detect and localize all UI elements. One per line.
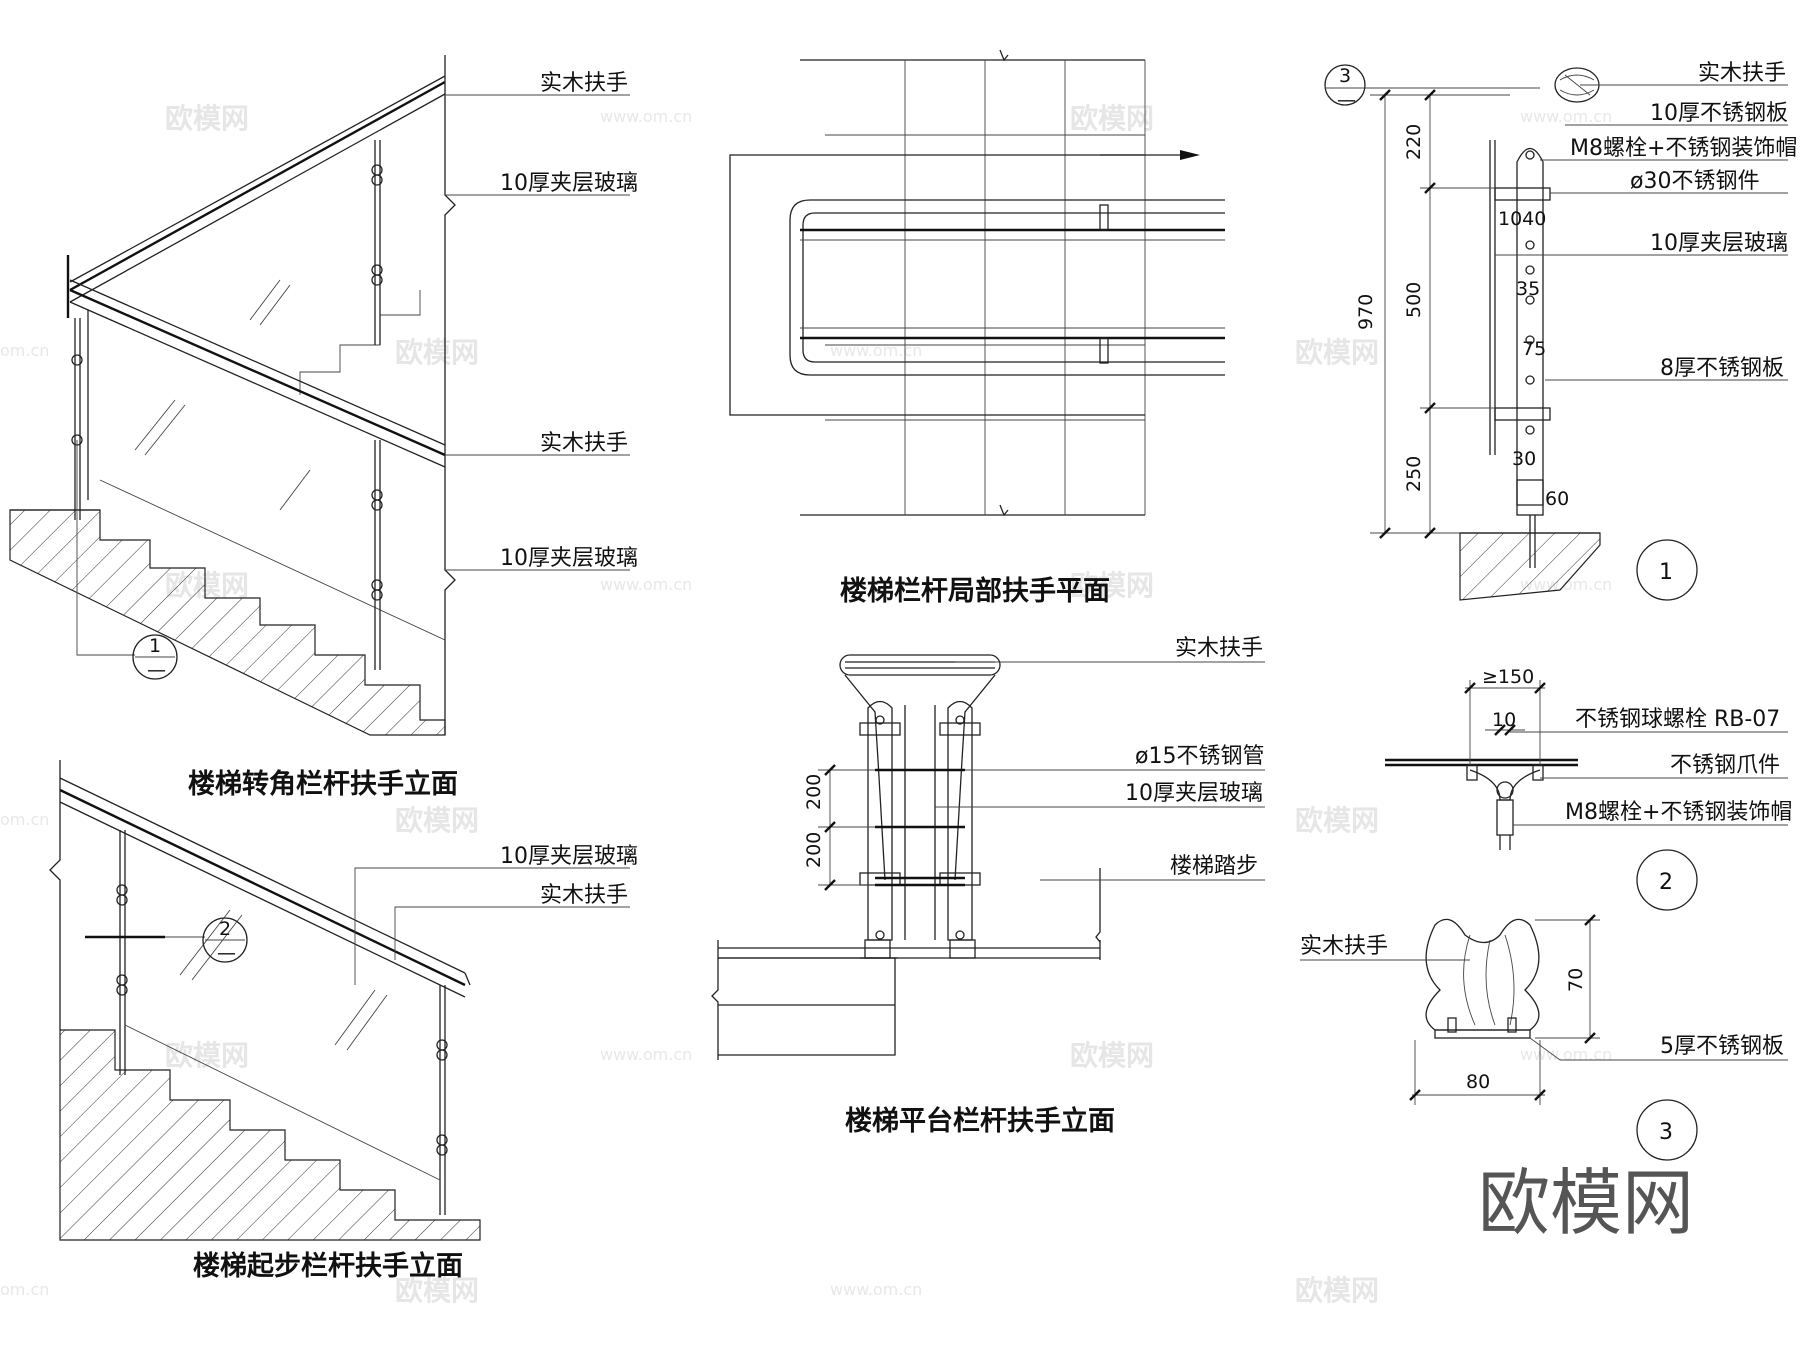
label-wood-handrail: 实木扶手 bbox=[540, 71, 628, 96]
watermark-url: om.cn bbox=[0, 341, 49, 360]
marker-3-number: 3 bbox=[1339, 65, 1351, 87]
watermark-brand: 欧模网 bbox=[1295, 804, 1379, 837]
brand-logo: 欧模网 bbox=[1478, 1161, 1694, 1245]
detail-3: 70 80 实木扶手 5厚不锈钢板 3 bbox=[1300, 914, 1788, 1161]
label-wood-handrail: 实木扶手 bbox=[1300, 934, 1388, 959]
detail-number-3-text: 3 bbox=[1659, 1120, 1673, 1145]
label-ball-bolt: 不锈钢球螺栓 RB-07 bbox=[1575, 707, 1780, 732]
watermark-brand: 欧模网 bbox=[395, 1274, 479, 1307]
dim-150: ≥150 bbox=[1482, 666, 1534, 688]
watermark-url: om.cn bbox=[0, 1280, 49, 1299]
label-ss-30: ø30不锈钢件 bbox=[1630, 169, 1759, 194]
watermark-url: www.om.cn bbox=[600, 107, 692, 126]
dim-60: 60 bbox=[1545, 488, 1569, 510]
title-platform-elevation: 楼梯平台栏杆扶手立面 bbox=[845, 1105, 1115, 1137]
label-wood-handrail: 实木扶手 bbox=[1698, 61, 1786, 86]
dim-70: 70 bbox=[1565, 968, 1587, 992]
marker-1-sheet: — bbox=[147, 659, 166, 681]
watermark-brand: 欧模网 bbox=[395, 804, 479, 837]
label-m8-bolt: M8螺栓+不锈钢装饰帽 bbox=[1565, 800, 1792, 825]
reference-marker-3 bbox=[1324, 64, 1366, 106]
dim-10: 10 bbox=[1492, 709, 1516, 731]
corner-elevation: 实木扶手 10厚夹层玻璃 实木扶手 10厚夹层玻璃 1 — 楼梯转角栏杆扶手立面 bbox=[9, 55, 638, 800]
detail-number-3 bbox=[1636, 1099, 1698, 1161]
title-corner-elevation: 楼梯转角栏杆扶手立面 bbox=[188, 768, 458, 800]
dim-220: 220 bbox=[1403, 124, 1425, 160]
watermark-brand: 欧模网 bbox=[1070, 569, 1154, 602]
dim-30: 30 bbox=[1512, 448, 1536, 470]
watermark-brand: 欧模网 bbox=[1295, 1274, 1379, 1307]
watermark-url: www.om.cn bbox=[1520, 107, 1612, 126]
dim-80: 80 bbox=[1466, 1071, 1490, 1093]
label-stair-tread: 楼梯踏步 bbox=[1170, 854, 1258, 879]
watermark-url: www.om.cn bbox=[600, 575, 692, 594]
dim-200b: 200 bbox=[803, 832, 825, 868]
dim-35: 35 bbox=[1516, 278, 1540, 300]
title-start-elevation: 楼梯起步栏杆扶手立面 bbox=[193, 1250, 463, 1282]
watermark-layer: 欧模网 欧模网 欧模网 欧模网 欧模网 欧模网 欧模网 欧模网 欧模网 欧模网 … bbox=[0, 102, 1612, 1307]
label-glass-10: 10厚夹层玻璃 bbox=[500, 546, 638, 571]
watermark-url: www.om.cn bbox=[1520, 1045, 1612, 1064]
label-glass-10: 10厚夹层玻璃 bbox=[500, 171, 638, 196]
dim-250: 250 bbox=[1403, 456, 1425, 492]
label-wood-handrail: 实木扶手 bbox=[540, 431, 628, 456]
detail-marker-2 bbox=[202, 917, 248, 963]
marker-3-sheet: — bbox=[1337, 89, 1356, 111]
start-elevation: 2 — 10厚夹层玻璃 实木扶手 楼梯起步栏杆扶手立面 bbox=[49, 760, 638, 1282]
title-handrail-plan: 楼梯栏杆局部扶手平面 bbox=[840, 575, 1110, 607]
detail-number-1-text: 1 bbox=[1659, 560, 1673, 585]
watermark-brand: 欧模网 bbox=[165, 1039, 249, 1072]
watermark-brand: 欧模网 bbox=[1295, 336, 1379, 369]
marker-1-number: 1 bbox=[149, 635, 161, 657]
detail-1: 3 — 970 bbox=[1324, 61, 1797, 601]
label-ss-plate-5: 5厚不锈钢板 bbox=[1660, 1034, 1784, 1059]
label-wood-handrail: 实木扶手 bbox=[540, 883, 628, 908]
detail-2: ≥150 10 不锈钢球螺栓 RB-07 不锈钢爪件 M8螺栓+不锈钢装饰帽 2 bbox=[1385, 666, 1792, 911]
label-m8-bolt: M8螺栓+不锈钢装饰帽 bbox=[1570, 136, 1797, 161]
label-ss-pipe-15: ø15不锈钢管 bbox=[1135, 744, 1264, 769]
label-glass-10: 10厚夹层玻璃 bbox=[1650, 231, 1788, 256]
watermark-brand: 欧模网 bbox=[1070, 1039, 1154, 1072]
watermark-brand: 欧模网 bbox=[165, 102, 249, 135]
detail-number-2-text: 2 bbox=[1659, 870, 1673, 895]
watermark-brand: 欧模网 bbox=[395, 336, 479, 369]
detail-number-2 bbox=[1636, 849, 1698, 911]
label-ss-plate-8: 8厚不锈钢板 bbox=[1660, 356, 1784, 381]
marker-2-sheet: — bbox=[217, 942, 236, 964]
dim-200a: 200 bbox=[803, 774, 825, 810]
label-wood-handrail: 实木扶手 bbox=[1175, 636, 1263, 661]
platform-elevation: 200 200 实木扶手 ø15不锈钢管 10厚夹层玻璃 楼梯踏步 楼梯平台栏杆… bbox=[711, 636, 1265, 1137]
label-claw: 不锈钢爪件 bbox=[1670, 753, 1780, 778]
dim-1040: 1040 bbox=[1498, 208, 1546, 230]
dim-75: 75 bbox=[1522, 338, 1546, 360]
watermark-url: www.om.cn bbox=[600, 1045, 692, 1064]
detail-number-1 bbox=[1636, 539, 1698, 601]
watermark-url: www.om.cn bbox=[830, 1280, 922, 1299]
dim-500: 500 bbox=[1403, 282, 1425, 318]
label-ss-plate-10: 10厚不锈钢板 bbox=[1650, 101, 1788, 126]
watermark-brand: 欧模网 bbox=[1070, 102, 1154, 135]
marker-2-number: 2 bbox=[219, 918, 231, 940]
dim-970: 970 bbox=[1355, 294, 1377, 330]
handrail-plan: 楼梯栏杆局部扶手平面 bbox=[729, 49, 1225, 607]
label-glass-10: 10厚夹层玻璃 bbox=[500, 844, 638, 869]
watermark-url: www.om.cn bbox=[830, 341, 922, 360]
label-glass-10: 10厚夹层玻璃 bbox=[1125, 781, 1263, 806]
detail-marker-1 bbox=[132, 634, 178, 680]
watermark-url: om.cn bbox=[0, 810, 49, 829]
